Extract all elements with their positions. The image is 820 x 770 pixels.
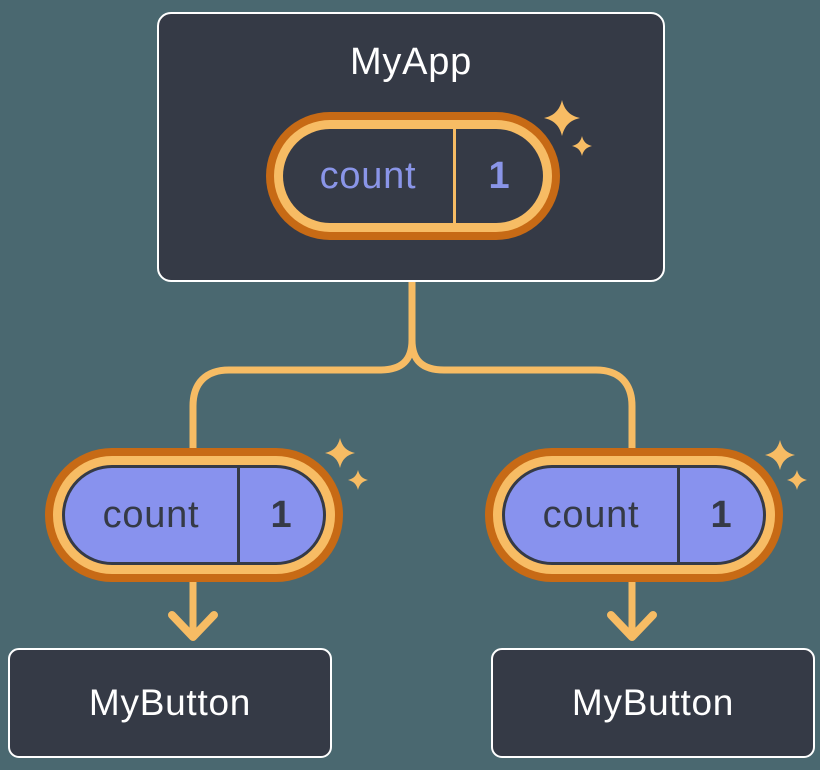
arrowhead-right-icon <box>607 611 657 641</box>
prop-pill-left-divider <box>237 468 240 562</box>
node-mybutton-left: MyButton <box>8 648 332 758</box>
prop-pill-right-ring: count 1 <box>493 456 775 574</box>
edge-root-to-right-pill <box>408 281 636 452</box>
prop-pill-left-name: count <box>102 493 200 536</box>
prop-pill-left: count 1 <box>45 448 343 582</box>
state-pill-value: 1 <box>488 154 511 197</box>
node-myapp: MyApp count 1 <box>157 12 665 282</box>
prop-pill-right-divider <box>677 468 680 562</box>
prop-pill-left-ring: count 1 <box>53 456 335 574</box>
arrowhead-left-icon <box>168 611 218 641</box>
node-myapp-label: MyApp <box>349 41 473 83</box>
node-mybutton-left-label: MyButton <box>88 682 252 723</box>
prop-pill-right-value: 1 <box>710 493 733 536</box>
state-pill-ring: count 1 <box>274 120 552 232</box>
node-mybutton-right-label: MyButton <box>571 682 735 723</box>
node-mybutton-right: MyButton <box>491 648 815 758</box>
prop-pill-right: count 1 <box>485 448 783 582</box>
prop-pill-right-name: count <box>542 493 640 536</box>
state-pill-name: count <box>319 154 417 197</box>
state-pill: count 1 <box>266 112 560 240</box>
state-pill-divider <box>453 129 456 223</box>
edge-root-to-left-pill <box>189 281 416 452</box>
prop-pill-left-value: 1 <box>270 493 293 536</box>
